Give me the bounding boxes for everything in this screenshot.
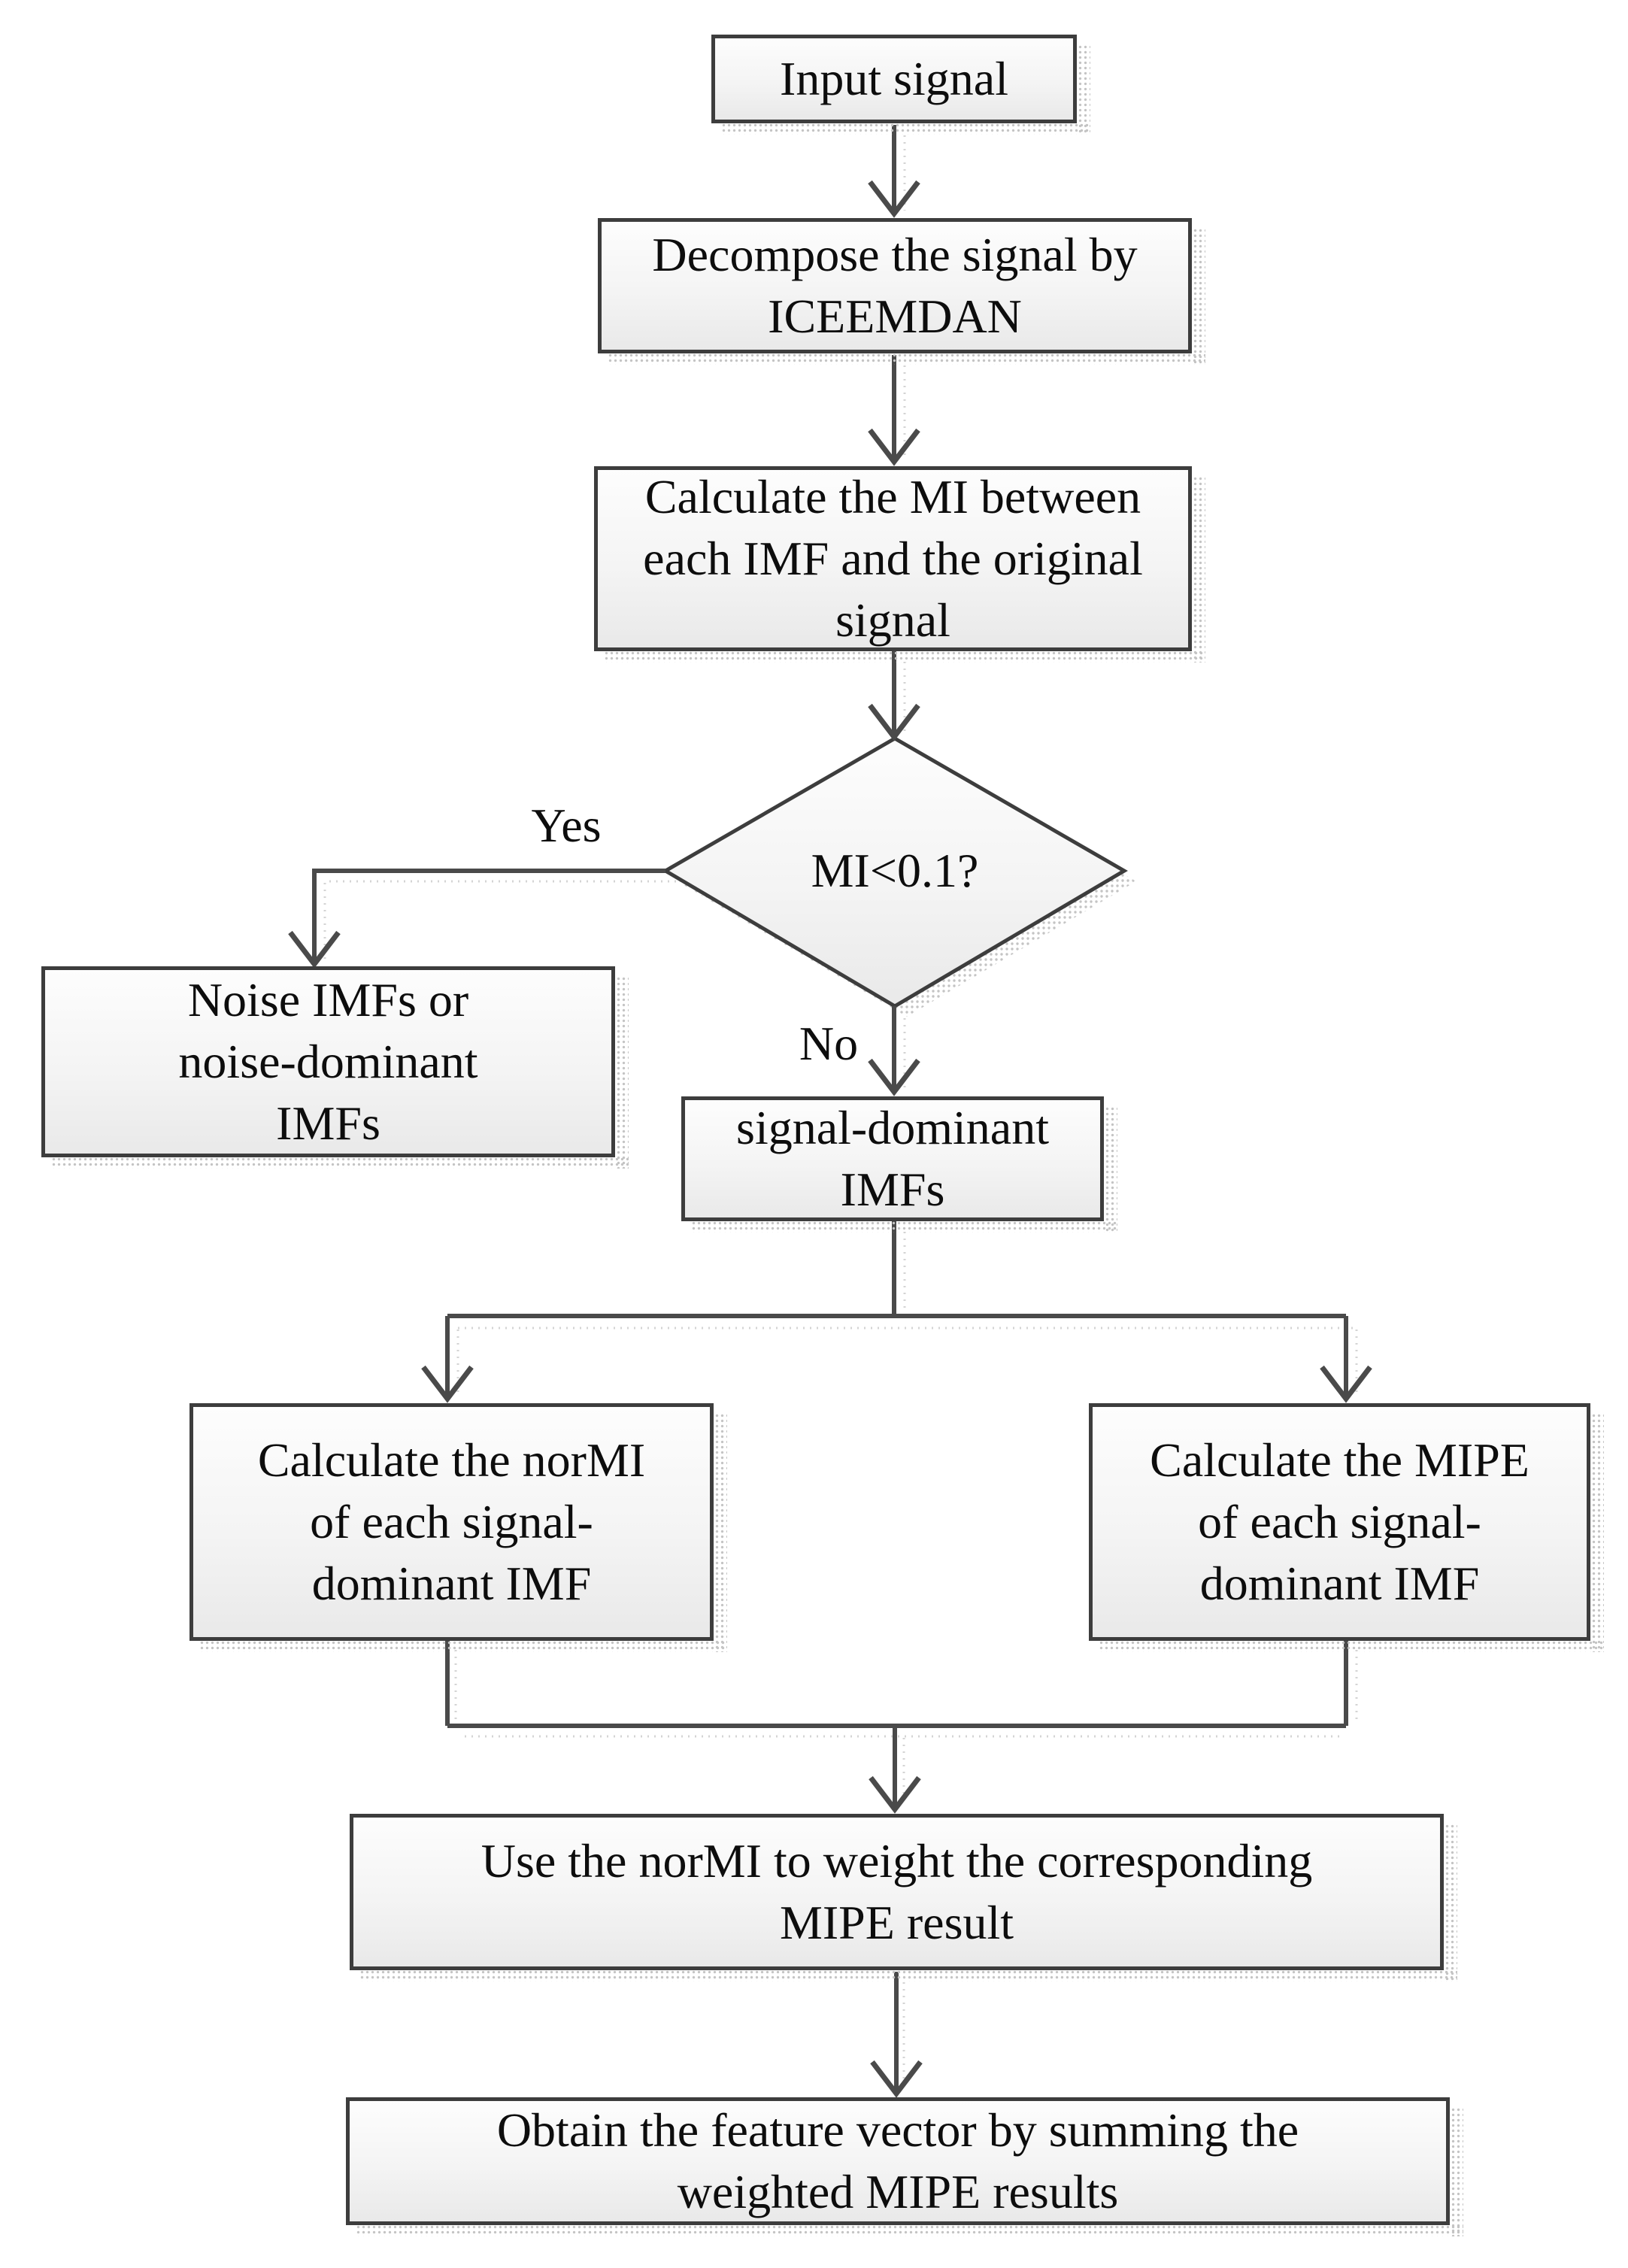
node-input-signal: Input signal xyxy=(711,35,1090,135)
edge-decompose-calcmi xyxy=(868,355,920,466)
connector-shadow-lines xyxy=(323,135,1358,2089)
node-decompose-iceemdan: Decompose the signal by ICEEMDAN xyxy=(598,218,1205,365)
edge-signal-split xyxy=(421,1221,1372,1403)
label-yes: Yes xyxy=(531,799,602,852)
node-calculate-normi: Calculate the norMI of each signal- domi… xyxy=(189,1403,727,1652)
edge-calcmi-decision xyxy=(868,651,920,741)
edge-weight-obtain xyxy=(870,1972,923,2098)
edge-decision-noise-yes xyxy=(288,869,665,969)
edge-decision-signal-no xyxy=(868,1006,920,1096)
edge-input-decompose xyxy=(868,125,920,218)
decision-label-mi-threshold: MI<0.1? xyxy=(811,844,979,897)
node-weight-mipe: Use the norMI to weight the correspondin… xyxy=(350,1814,1457,1981)
node-calculate-mi: Calculate the MI between each IMF and th… xyxy=(594,466,1205,663)
node-calculate-mipe: Calculate the MIPE of each signal- domin… xyxy=(1089,1403,1604,1652)
node-noise-imfs: Noise IMFs or noise-dominant IMFs xyxy=(41,966,629,1169)
node-obtain-feature-vector: Obtain the feature vector by summing the… xyxy=(346,2097,1463,2236)
node-signal-dominant-imfs: signal-dominant IMFs xyxy=(681,1096,1117,1233)
edge-merge-weight xyxy=(445,1641,1348,1814)
label-no: No xyxy=(799,1017,859,1070)
